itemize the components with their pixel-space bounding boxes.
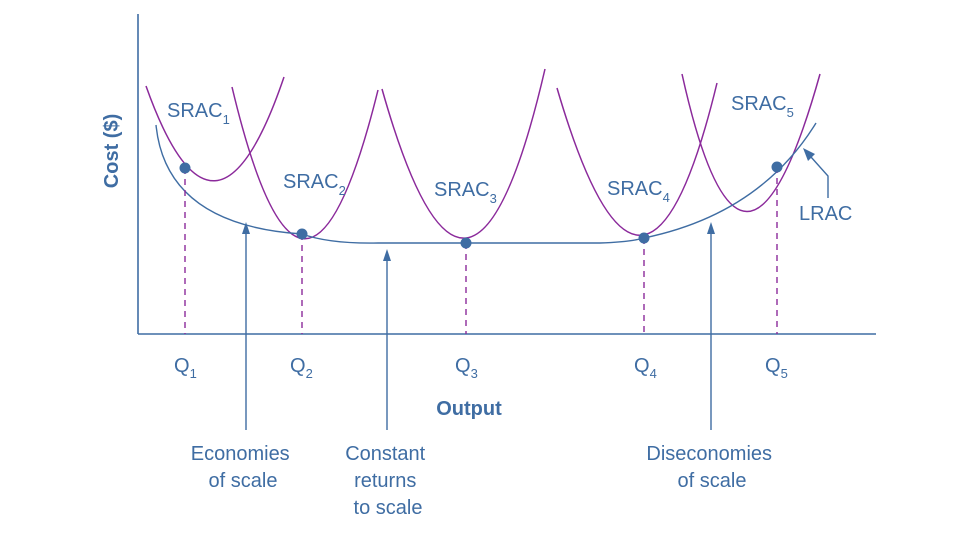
lrac-pointer	[810, 156, 829, 198]
q-label-4: Q4	[634, 355, 657, 381]
srac-curve-5	[681, 73, 821, 212]
q-label-5: Q5	[765, 355, 788, 381]
tangency-point-3	[460, 237, 472, 249]
x-axis-label: Output	[436, 398, 502, 420]
tangency-point-1	[179, 162, 191, 174]
q-label-2: Q2	[290, 355, 313, 381]
srac-curve-1	[145, 76, 285, 182]
srac-curve-3	[381, 68, 546, 239]
y-axis-label: Cost ($)	[101, 114, 123, 188]
srac-curve-2	[231, 86, 379, 240]
tangency-point-5	[771, 161, 783, 173]
q-label-1: Q1	[174, 355, 197, 381]
constant-returns-arrow-head	[383, 249, 391, 261]
tangency-point-4	[638, 232, 650, 244]
constant-returns-label: Constant returns to scale	[345, 443, 431, 519]
economies-arrow-head	[242, 222, 250, 234]
srac-label-1: SRAC1	[167, 100, 230, 127]
diseconomies-arrow-head	[707, 222, 715, 234]
srac-curve-4	[556, 82, 718, 236]
srac-label-2: SRAC2	[283, 171, 346, 198]
economies-of-scale-label: Economies of scale	[191, 443, 296, 492]
lrac-label: LRAC	[799, 203, 852, 225]
srac-label-3: SRAC3	[434, 179, 497, 206]
srac-label-4: SRAC4	[607, 178, 670, 205]
lrac-curve	[155, 122, 817, 244]
lrac-pointer-head	[803, 148, 815, 161]
diseconomies-of-scale-label: Diseconomies of scale	[646, 443, 777, 492]
tangency-point-2	[296, 228, 308, 240]
srac-label-5: SRAC5	[731, 93, 794, 120]
q-label-3: Q3	[455, 355, 478, 381]
